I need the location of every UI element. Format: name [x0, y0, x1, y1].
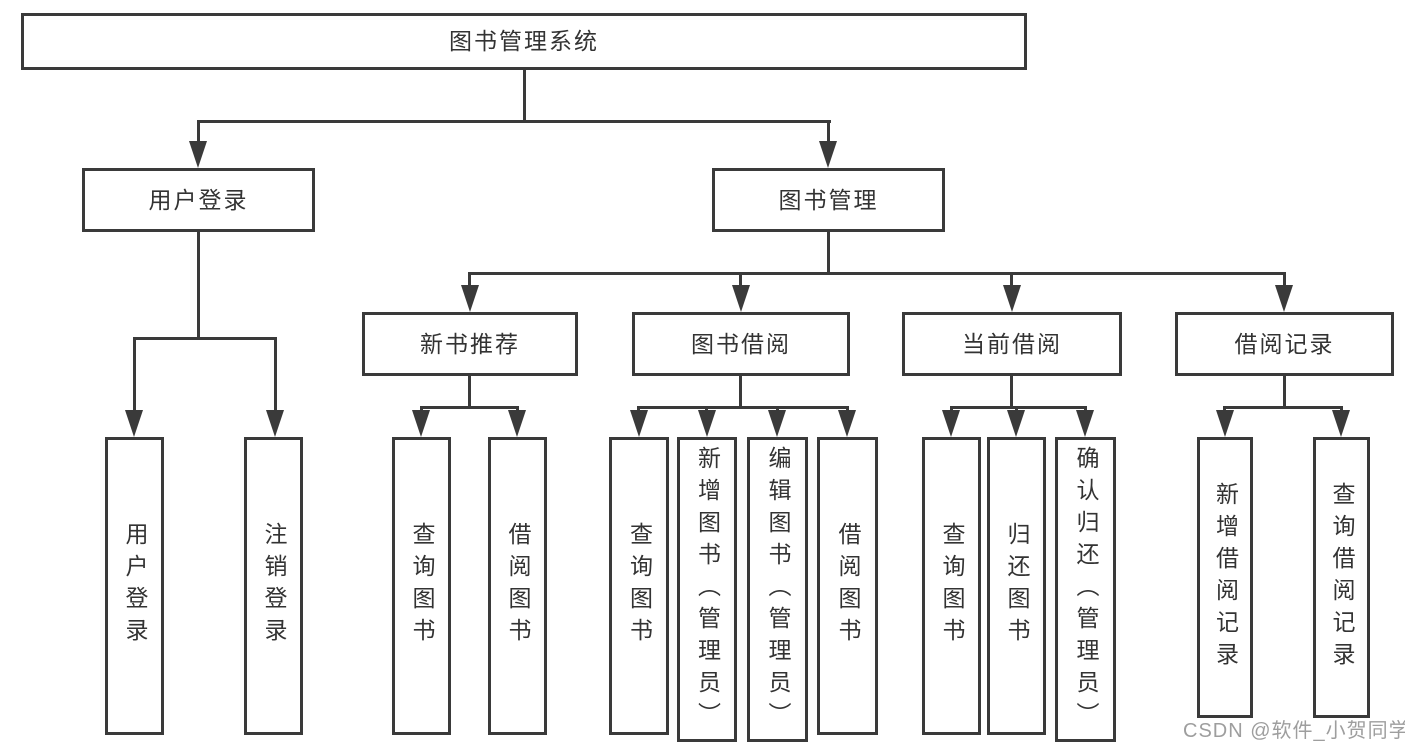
node-book-management: 图书管理	[712, 168, 945, 232]
connector-drop-book-borrow	[739, 272, 742, 288]
connector-user-login-stem	[197, 232, 200, 337]
arrowhead-leaf-user-login	[125, 410, 143, 437]
leaf-current-return-label: 归还图书	[1004, 522, 1030, 650]
arrowhead-bb-query	[630, 410, 648, 437]
arrowhead-borrow-records	[1275, 285, 1293, 312]
connector-new-book-stem	[468, 376, 471, 406]
leaf-user-login-label: 用户登录	[122, 522, 148, 650]
connector-drop-book-management	[827, 120, 830, 144]
node-book-management-label: 图书管理	[778, 186, 879, 213]
arrowhead-bb-edit	[768, 410, 786, 437]
arrowhead-cb-return	[1007, 410, 1025, 437]
connector-drop-nb-borrow	[516, 406, 519, 413]
connector-drop-new-book	[468, 272, 471, 288]
connector-borrow-records-stem	[1283, 376, 1286, 406]
leaf-borrow-query: 查询图书	[609, 437, 669, 735]
arrowhead-br-add	[1216, 410, 1234, 437]
connector-current-borrow-stem	[1010, 376, 1013, 406]
leaf-newbook-borrow-label: 借阅图书	[505, 522, 531, 650]
connector-drop-leaf-logout	[274, 337, 277, 413]
arrowhead-book-management	[819, 141, 837, 168]
node-new-book-recommend: 新书推荐	[362, 312, 578, 376]
arrowhead-book-borrow	[732, 285, 750, 312]
arrowhead-cb-query	[942, 410, 960, 437]
connector-drop-user-login	[197, 120, 200, 144]
connector-drop-cb-confirm	[1084, 406, 1087, 413]
leaf-current-confirm-admin-label: 确认归还（管理员）	[1073, 445, 1099, 734]
arrowhead-cb-confirm	[1076, 410, 1094, 437]
leaf-borrow-add-admin: 新增图书（管理员）	[677, 437, 737, 742]
leaf-record-add-label: 新增借阅记录	[1212, 481, 1239, 674]
connector-drop-bb-query	[637, 406, 640, 413]
connector-borrow-records-bus	[1223, 406, 1343, 409]
connector-book-borrow-stem	[739, 376, 742, 406]
leaf-record-add: 新增借阅记录	[1197, 437, 1253, 718]
arrowhead-br-query	[1332, 410, 1350, 437]
leaf-newbook-query: 查询图书	[392, 437, 451, 735]
leaf-current-query: 查询图书	[922, 437, 981, 735]
node-user-login-label: 用户登录	[148, 186, 249, 213]
node-new-book-recommend-label: 新书推荐	[420, 330, 520, 357]
leaf-newbook-borrow: 借阅图书	[488, 437, 547, 735]
leaf-record-query: 查询借阅记录	[1313, 437, 1370, 718]
connector-drop-bb-borrow	[846, 406, 849, 413]
leaf-record-query-label: 查询借阅记录	[1329, 481, 1355, 674]
node-user-login: 用户登录	[82, 168, 315, 232]
connector-user-login-bus	[133, 337, 277, 340]
node-borrow-records-label: 借阅记录	[1234, 330, 1335, 357]
connector-drop-br-query	[1340, 406, 1343, 413]
arrowhead-nb-borrow	[508, 410, 526, 437]
leaf-borrow-borrow: 借阅图书	[817, 437, 878, 735]
arrowhead-leaf-logout	[266, 410, 284, 437]
connector-level3-bus	[468, 272, 1286, 275]
node-borrow-records: 借阅记录	[1175, 312, 1394, 376]
connector-drop-br-add	[1223, 406, 1226, 413]
leaf-logout: 注销登录	[244, 437, 303, 735]
connector-drop-bb-edit	[776, 406, 779, 413]
connector-drop-cb-query	[950, 406, 953, 413]
leaf-borrow-edit-admin: 编辑图书（管理员）	[747, 437, 808, 742]
node-root: 图书管理系统	[21, 13, 1027, 70]
leaf-borrow-edit-admin-label: 编辑图书（管理员）	[765, 445, 791, 734]
leaf-logout-label: 注销登录	[261, 522, 287, 650]
connector-drop-cb-return	[1015, 406, 1018, 413]
node-current-borrow: 当前借阅	[902, 312, 1122, 376]
connector-drop-nb-query	[420, 406, 423, 413]
connector-new-book-bus	[420, 406, 519, 409]
node-root-label: 图书管理系统	[449, 28, 599, 54]
connector-book-management-stem	[827, 232, 830, 272]
leaf-current-confirm-admin: 确认归还（管理员）	[1055, 437, 1116, 742]
connector-root-stem	[523, 70, 526, 120]
connector-drop-leaf-user-login	[133, 337, 136, 413]
leaf-current-return: 归还图书	[987, 437, 1046, 735]
connector-current-borrow-bus	[950, 406, 1087, 409]
connector-drop-borrow-records	[1283, 272, 1286, 288]
leaf-borrow-borrow-label: 借阅图书	[835, 522, 861, 650]
node-book-borrow: 图书借阅	[632, 312, 850, 376]
connector-drop-current-borrow	[1010, 272, 1013, 288]
arrowhead-nb-query	[412, 410, 430, 437]
leaf-current-query-label: 查询图书	[939, 522, 965, 650]
arrowhead-current-borrow	[1003, 285, 1021, 312]
csdn-watermark: CSDN @软件_小贺同学	[1183, 720, 1405, 742]
node-current-borrow-label: 当前借阅	[962, 330, 1062, 357]
arrowhead-new-book	[461, 285, 479, 312]
leaf-borrow-query-label: 查询图书	[626, 522, 653, 650]
leaf-borrow-add-admin-label: 新增图书（管理员）	[694, 445, 721, 734]
arrowhead-bb-borrow	[838, 410, 856, 437]
arrowhead-user-login	[189, 141, 207, 168]
node-book-borrow-label: 图书借阅	[691, 330, 791, 357]
connector-drop-bb-add	[705, 406, 708, 413]
connector-book-borrow-bus	[637, 406, 849, 409]
arrowhead-bb-add	[698, 410, 716, 437]
leaf-newbook-query-label: 查询图书	[409, 522, 435, 650]
leaf-user-login: 用户登录	[105, 437, 164, 735]
connector-level2-bus	[197, 120, 831, 123]
